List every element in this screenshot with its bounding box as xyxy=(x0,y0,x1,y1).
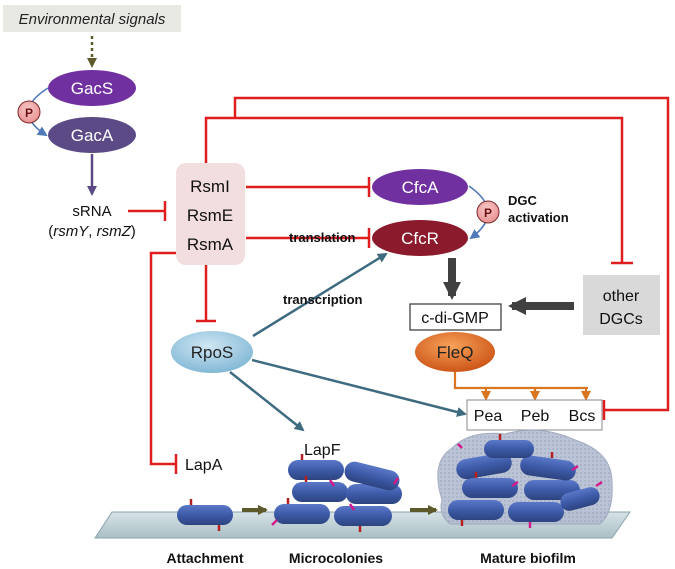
fleq-node xyxy=(415,332,495,372)
gac-phosphate-badge xyxy=(17,100,41,124)
rsma-label: RsmA xyxy=(187,235,234,254)
lapa-label: LapA xyxy=(185,457,223,474)
gacs-node xyxy=(48,70,136,106)
attachment-stage-label: Attachment xyxy=(166,550,243,566)
transcription-label: transcription xyxy=(283,292,363,307)
gaca-node xyxy=(48,117,136,153)
rsma-inhibits-lapa xyxy=(149,251,176,466)
cfca-node xyxy=(372,169,468,205)
rpos-to-targets-arrow xyxy=(251,358,467,417)
dgc-activation-line1: DGC xyxy=(508,193,538,208)
other-dgcs-line2: DGCs xyxy=(599,311,643,328)
cfca-label: CfcA xyxy=(402,178,440,197)
peb-label: Peb xyxy=(521,408,550,425)
gacs-label: GacS xyxy=(71,79,114,98)
mature-biofilm-cells xyxy=(448,434,603,528)
fleq-to-targets-line xyxy=(453,372,588,390)
rsmi-label: RsmI xyxy=(190,177,230,196)
environmental-signals-label: Environmental signals xyxy=(19,11,166,28)
other-dgcs-box xyxy=(583,275,660,335)
other-dgcs-line1: other xyxy=(603,288,640,305)
cdigmp-box xyxy=(409,303,502,331)
cdigmp-label: c-di-GMP xyxy=(421,310,489,327)
microcolony-cells xyxy=(271,454,402,532)
microcolonies-stage-label: Microcolonies xyxy=(289,550,383,566)
rpos-label: RpoS xyxy=(191,343,234,362)
rpos-to-lapf-arrow xyxy=(229,371,305,432)
rsm-protein-box xyxy=(176,163,245,265)
cfcr-node xyxy=(372,220,468,256)
rsm-to-pea-peb-bcs-inhibition xyxy=(233,96,670,412)
cfc-phosphate-badge xyxy=(476,200,500,224)
bcs-label: Bcs xyxy=(569,408,596,425)
translation-label: translation xyxy=(289,230,356,245)
rsm-to-other-dgcs-inhibition xyxy=(204,116,624,262)
srna-genes: (rsmY, rsmZ) xyxy=(48,223,136,240)
lapf-label: LapF xyxy=(304,442,341,459)
cfcr-label: CfcR xyxy=(401,229,439,248)
environmental-signals-box xyxy=(3,5,181,32)
rpos-to-cfcr-transcription-arrow xyxy=(252,252,388,338)
pea-label: Pea xyxy=(474,408,503,425)
rpos-node xyxy=(171,331,253,373)
dgc-activation-line2: activation xyxy=(508,210,569,225)
targets-box xyxy=(466,399,603,431)
attachment-cell xyxy=(177,499,233,531)
gac-phosphate-label: P xyxy=(25,106,33,120)
fleq-label: FleQ xyxy=(437,343,474,362)
gaca-label: GacA xyxy=(71,126,114,145)
cfc-phosphate-label: P xyxy=(484,206,492,220)
mature-biofilm-stage-label: Mature biofilm xyxy=(480,550,576,566)
rsme-label: RsmE xyxy=(187,206,233,225)
srna-label: sRNA xyxy=(72,203,111,220)
